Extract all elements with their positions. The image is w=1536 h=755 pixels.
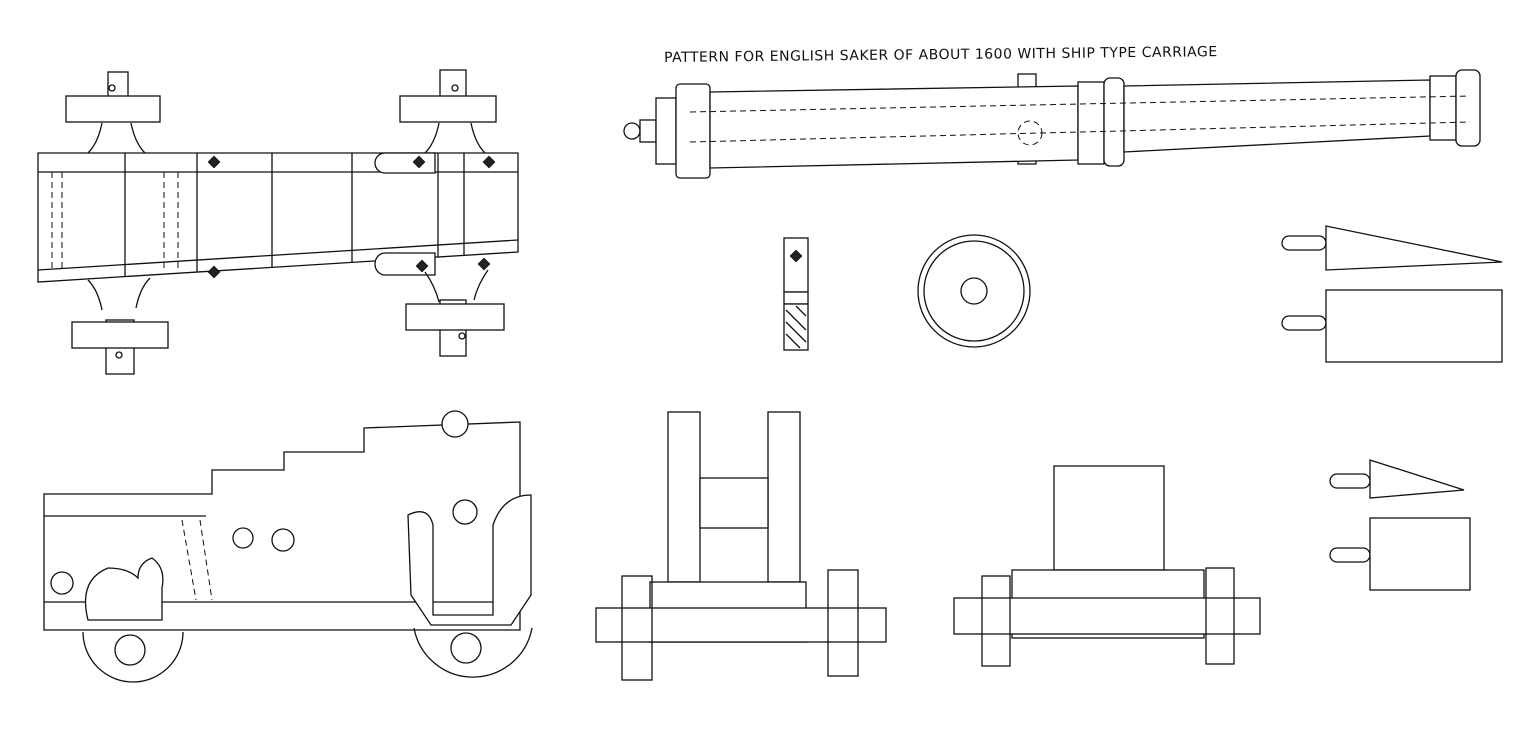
- barrel-view: [623, 69, 1481, 179]
- loading-tools: [1281, 225, 1503, 591]
- carriage-side-view: [43, 410, 533, 683]
- wheel-view: [917, 234, 1031, 348]
- axle-section-view: [783, 237, 809, 351]
- carriage-front-view: [953, 465, 1261, 667]
- carriage-plan-view: [37, 69, 519, 375]
- carriage-rear-view: [595, 411, 887, 681]
